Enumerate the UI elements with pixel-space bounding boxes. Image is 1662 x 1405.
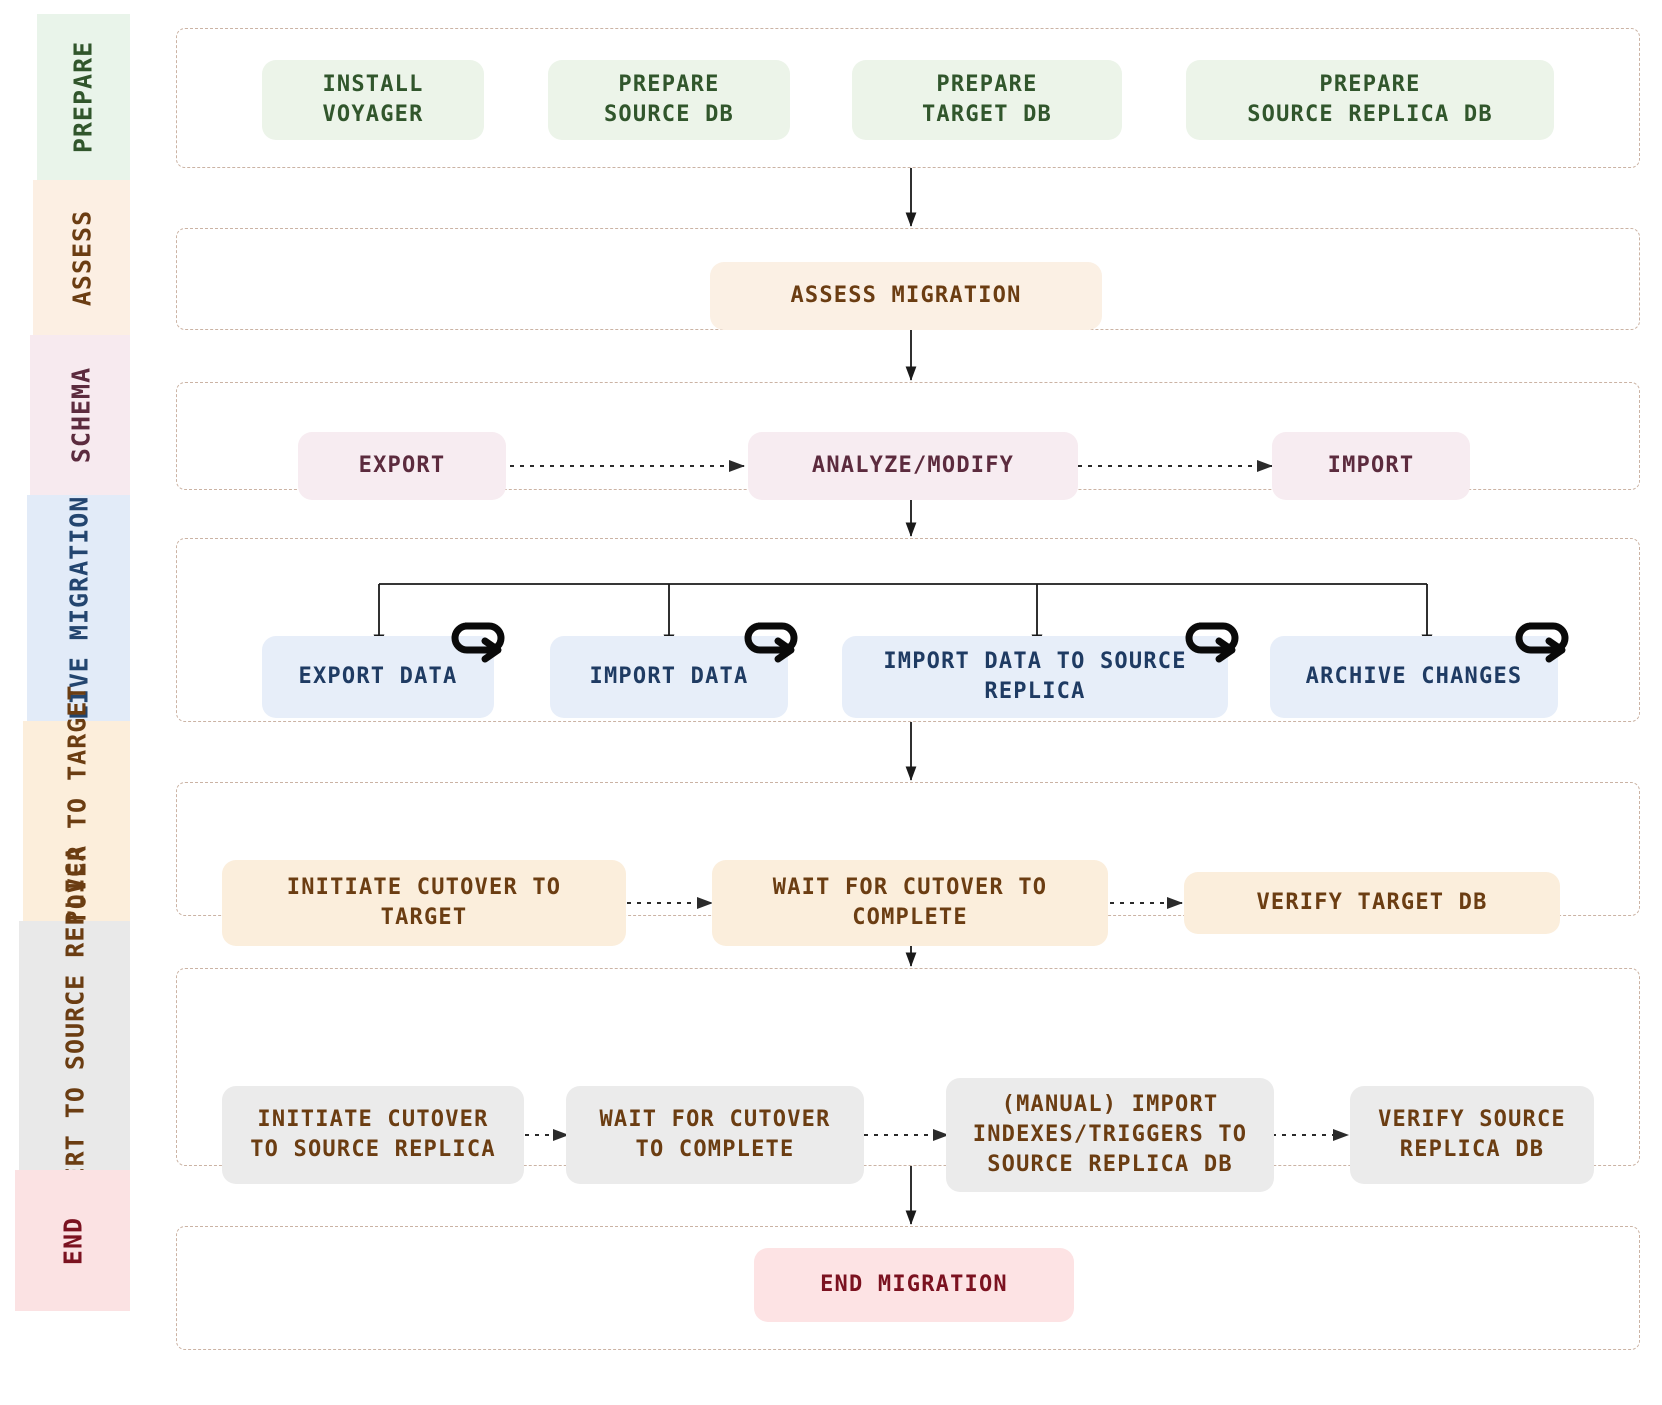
phase-band-cutover: CUTOVER TO TARGET [0, 685, 130, 957]
phase-band-schema-fill [30, 335, 130, 495]
phase-band-live-fill [27, 495, 130, 721]
phase-band-end-fill [15, 1170, 130, 1311]
node-verify-source-replica-db[interactable]: VERIFY SOURCE REPLICA DB [1350, 1086, 1594, 1184]
phase-band-prepare: PREPARE [0, 14, 130, 180]
node-initiate-cutover-to-source-replica[interactable]: INITIATE CUTOVER TO SOURCE REPLICA [222, 1086, 524, 1184]
phase-band-convert: CONVERT TO SOURCE REPLICA [0, 845, 130, 1246]
phase-band-convert-fill [19, 921, 130, 1170]
loop-repeat-icon [744, 622, 798, 663]
section-end [176, 1226, 1640, 1350]
phase-ribbon: PREPARE ASSESS SCHEMA LIVE MIGRATION CUT… [0, 0, 130, 1405]
node-assess-migration[interactable]: ASSESS MIGRATION [710, 262, 1102, 330]
node-end-migration[interactable]: END MIGRATION [754, 1248, 1074, 1322]
node-initiate-cutover-to-target[interactable]: INITIATE CUTOVER TO TARGET [222, 860, 626, 946]
node-import-data[interactable]: IMPORT DATA [550, 636, 788, 718]
phase-band-assess-fill [33, 180, 130, 335]
node-schema-analyze-modify[interactable]: ANALYZE/MODIFY [748, 432, 1078, 500]
loop-repeat-icon [1185, 622, 1239, 663]
node-schema-import[interactable]: IMPORT [1272, 432, 1470, 500]
phase-band-live: LIVE MIGRATION [0, 495, 130, 721]
phase-band-prepare-fill [37, 14, 130, 180]
node-export-data[interactable]: EXPORT DATA [262, 636, 494, 718]
phase-label-prepare: PREPARE [68, 40, 98, 154]
node-prepare-target-db[interactable]: PREPARE TARGET DB [852, 60, 1122, 140]
node-schema-export[interactable]: EXPORT [298, 432, 506, 500]
phase-band-schema: SCHEMA [0, 335, 130, 495]
section-convert [176, 968, 1640, 1166]
loop-repeat-icon [451, 622, 505, 663]
node-install-voyager[interactable]: INSTALL VOYAGER [262, 60, 484, 140]
phase-label-assess: ASSESS [67, 209, 97, 306]
node-manual-import-indexes-triggers[interactable]: (MANUAL) IMPORT INDEXES/TRIGGERS TO SOUR… [946, 1078, 1274, 1192]
node-import-data-to-source-replica[interactable]: IMPORT DATA TO SOURCE REPLICA [842, 636, 1228, 718]
loop-repeat-icon [1515, 622, 1569, 663]
node-prepare-source-replica-db[interactable]: PREPARE SOURCE REPLICA DB [1186, 60, 1554, 140]
node-archive-changes[interactable]: ARCHIVE CHANGES [1270, 636, 1558, 718]
phase-band-cutover-fill [23, 721, 130, 921]
section-prepare [176, 28, 1640, 168]
node-verify-target-db[interactable]: VERIFY TARGET DB [1184, 872, 1560, 934]
section-live [176, 538, 1640, 722]
node-wait-for-cutover-to-complete[interactable]: WAIT FOR CUTOVER TO COMPLETE [712, 860, 1108, 946]
phase-band-end: END [0, 1170, 130, 1311]
phase-label-schema: SCHEMA [66, 366, 96, 464]
phase-band-assess: ASSESS [0, 180, 130, 335]
node-prepare-source-db[interactable]: PREPARE SOURCE DB [548, 60, 790, 140]
node-wait-for-cutover-to-complete-2[interactable]: WAIT FOR CUTOVER TO COMPLETE [566, 1086, 864, 1184]
phase-label-end: END [58, 1216, 88, 1265]
